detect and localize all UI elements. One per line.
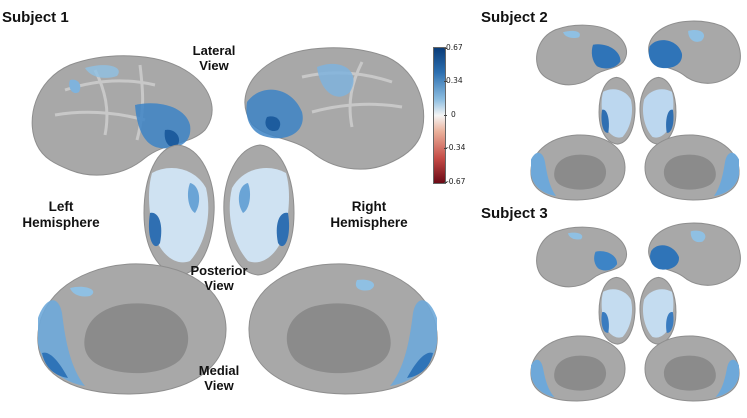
subject2-left-lateral-brain	[536, 24, 627, 86]
colorbar-tick-label: 0.34	[446, 76, 463, 85]
colorbar-tick-mark	[444, 48, 447, 49]
colorbar-tick-label: -0.67	[446, 177, 466, 186]
subject3-left-lateral-brain	[536, 226, 627, 288]
subject1-right-posterior-brain	[223, 144, 295, 276]
subject3-right-medial-brain	[644, 335, 740, 402]
medial-view-label: Medial View	[198, 363, 240, 393]
subject1-left-medial-brain	[37, 263, 227, 395]
subject2-title: Subject 2	[481, 9, 548, 26]
subject3-title: Subject 3	[481, 205, 548, 222]
left-hemisphere-label: Left Hemisphere	[22, 199, 100, 230]
subject3-right-lateral-brain	[648, 222, 741, 286]
subject1-right-lateral-brain	[244, 47, 425, 170]
subject3-right-posterior-brain	[639, 276, 677, 345]
subject2-left-posterior-brain	[598, 76, 636, 145]
colorbar-tick-label: 0.67	[446, 43, 463, 52]
lateral-view-label: Lateral View	[192, 43, 236, 73]
subject1-left-lateral-brain	[31, 55, 213, 176]
right-hemisphere-label: Right Hemisphere	[330, 199, 408, 230]
subject2-left-medial-brain	[530, 134, 626, 201]
subject1-right-medial-brain	[248, 263, 438, 395]
colorbar-tick-label: -0.34	[446, 143, 466, 152]
colorbar-tick-mark	[444, 182, 447, 183]
subject3-left-posterior-brain	[598, 276, 636, 345]
colorbar-tick-label: 0	[451, 110, 456, 119]
subject2-right-posterior-brain	[639, 76, 677, 145]
subject2-right-medial-brain	[644, 134, 740, 201]
colorbar-tick-mark	[444, 115, 447, 116]
subject1-left-posterior-brain	[143, 144, 215, 276]
subject3-left-medial-brain	[530, 335, 626, 402]
subject2-right-lateral-brain	[648, 20, 741, 84]
colorbar-tick-mark	[444, 148, 447, 149]
subject1-title: Subject 1	[2, 9, 69, 26]
posterior-view-label: Posterior View	[190, 263, 248, 293]
colorbar-tick-mark	[444, 81, 447, 82]
